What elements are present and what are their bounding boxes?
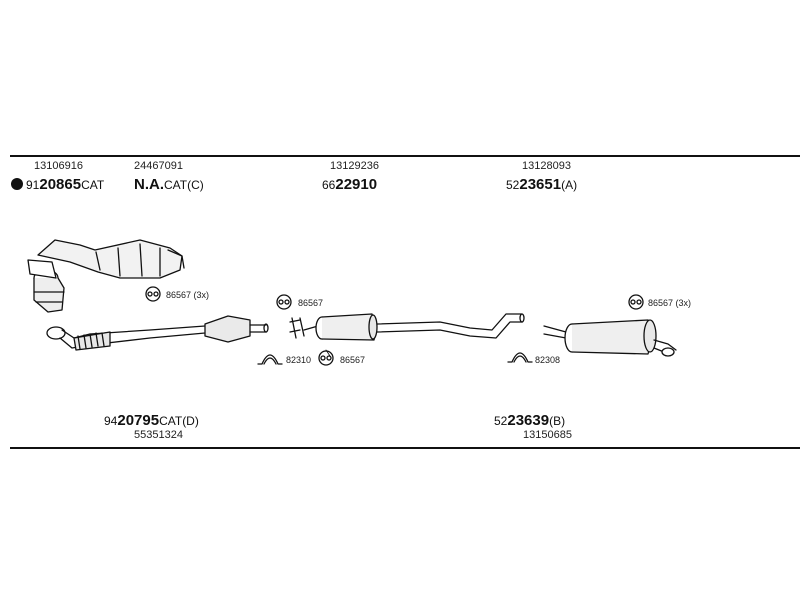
clamp-icon (257, 354, 283, 365)
hanger-icon (318, 350, 334, 366)
callout-label: 86567 (340, 355, 366, 365)
part-suffix: (B) (549, 414, 566, 428)
callout-label: 82310 (286, 355, 312, 365)
hanger-icon (276, 294, 292, 310)
part-number[interactable]: 9420795CAT(D) (104, 413, 199, 428)
oe-number: 55351324 (134, 429, 183, 441)
oe-number: 13150685 (523, 429, 572, 441)
part-number[interactable]: 9120865CAT (26, 177, 104, 192)
oe-number: 13129236 (330, 160, 379, 172)
part-suffix: CAT (81, 178, 105, 192)
callout-label: 86567 (298, 298, 324, 308)
part-prefix: 91 (26, 178, 40, 192)
part-prefix: 94 (104, 414, 118, 428)
part-bold: N.A. (134, 176, 164, 193)
part-number[interactable]: 6622910 (322, 177, 377, 192)
hanger-icon (628, 294, 644, 310)
part-suffix: CAT(D) (159, 414, 199, 428)
rear-silencer (543, 319, 677, 357)
part-suffix: CAT(C) (164, 178, 204, 192)
callout-label: 86567 (3x) (648, 298, 692, 308)
centre-silencer (289, 313, 525, 341)
bottom-rule (10, 447, 800, 449)
part-number[interactable]: 5223639(B) (494, 413, 565, 428)
part-prefix: 52 (506, 178, 520, 192)
clamp-icon (507, 352, 533, 363)
part-prefix: 66 (322, 178, 336, 192)
front-catalytic-converter (27, 239, 185, 313)
oe-number: 13128093 (522, 160, 571, 172)
hanger-icon (145, 286, 161, 302)
callout-label: 82308 (535, 355, 561, 365)
part-bold: 20865 (39, 176, 82, 193)
top-rule (10, 155, 800, 157)
part-prefix: 52 (494, 414, 508, 428)
part-bold: 23651 (519, 176, 562, 193)
part-number[interactable]: 5223651(A) (506, 177, 577, 192)
part-suffix: (A) (561, 178, 578, 192)
oe-number: 13106916 (34, 160, 83, 172)
marker-dot (11, 178, 23, 190)
callout-label: 86567 (3x) (166, 290, 210, 300)
front-pipe (46, 315, 269, 351)
part-number[interactable]: N.A.CAT(C) (134, 177, 204, 192)
part-bold: 20795 (117, 412, 160, 429)
part-bold: 23639 (507, 412, 550, 429)
oe-number: 24467091 (134, 160, 183, 172)
part-bold: 22910 (335, 176, 378, 193)
